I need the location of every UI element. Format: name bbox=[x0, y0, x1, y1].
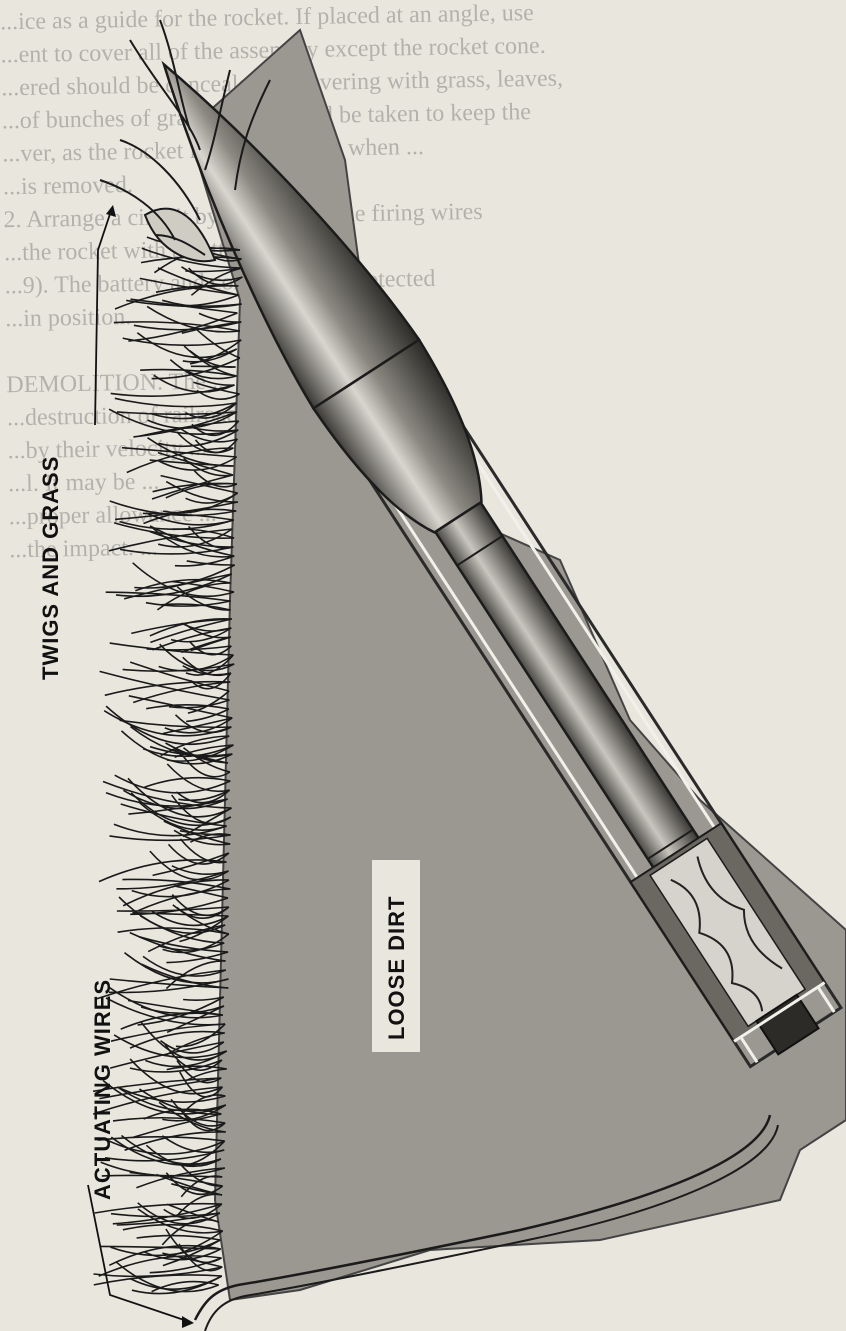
background-text-line: ...the impact. ... bbox=[9, 535, 158, 564]
grass-blade bbox=[95, 1204, 222, 1213]
grass-blade bbox=[137, 1236, 221, 1240]
grass-blade bbox=[99, 1256, 222, 1276]
grass-blade bbox=[110, 643, 234, 655]
background-text-line: ...in position. bbox=[5, 304, 131, 332]
label-twigs-and-grass: TWIGS AND GRASS bbox=[38, 456, 63, 680]
grass-blade bbox=[130, 898, 228, 914]
background-text-line: ...ice as a guide for the rocket. If pla… bbox=[0, 0, 534, 35]
label-actuating-wires: ACTUATING WIRES bbox=[90, 979, 115, 1200]
label-loose-dirt: LOOSE DIRT bbox=[384, 896, 409, 1040]
background-text-line: ...l. It may be ... bbox=[8, 469, 160, 498]
grass-blade bbox=[106, 793, 228, 806]
grass-blade bbox=[138, 997, 224, 1025]
grass-blade bbox=[172, 895, 229, 916]
